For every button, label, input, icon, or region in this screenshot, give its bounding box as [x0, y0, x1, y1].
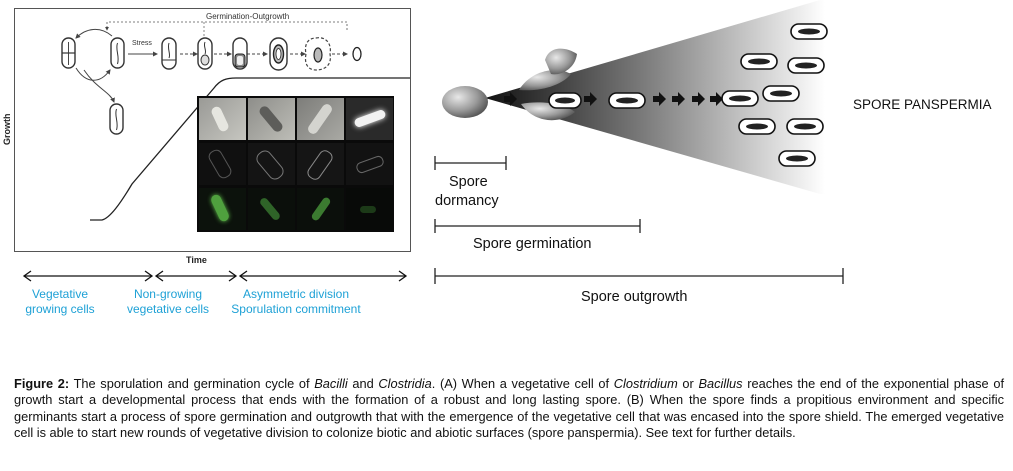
free-spore-icon — [352, 46, 362, 62]
micrograph-gfp-3 — [297, 188, 344, 230]
daughter-cell-icon — [109, 103, 124, 135]
growth-curve — [90, 77, 410, 221]
stress-label: Stress — [132, 40, 152, 47]
phase-timeline-bars — [434, 156, 844, 284]
microscopy-image-grid — [197, 96, 394, 232]
micrograph-gfp-4 — [346, 188, 393, 230]
germination-feedback-arrow — [105, 21, 348, 31]
spore-outgrowth-label: Spore outgrowth — [581, 289, 688, 305]
spore-dormancy-line1: Spore — [449, 174, 488, 190]
cell-nucleoids — [555, 28, 820, 162]
panel-b-germination-diagram: SPORE PANSPERMIA Spore dormancy Spore ge… — [425, 0, 1013, 320]
panel-a-growth-diagram: Germination-Outgrowth Stress — [14, 8, 411, 252]
spore-germination-label: Spore germination — [473, 236, 592, 252]
lysing-mother-cell-icon — [304, 37, 331, 71]
micrograph-phase-4 — [346, 98, 393, 140]
germination-funnel-graphic — [434, 0, 844, 284]
x-axis-label: Time — [186, 255, 207, 265]
micrograph-membrane-1 — [199, 143, 246, 185]
forespore-cell-icon — [232, 37, 248, 70]
micrograph-membrane-2 — [248, 143, 295, 185]
dormant-spore-icon — [442, 86, 488, 118]
dividing-cell-icon — [110, 37, 125, 69]
micrograph-membrane-4 — [346, 143, 393, 185]
figure-caption: Figure 2: The sporulation and germinatio… — [14, 376, 1005, 440]
micrograph-phase-1 — [199, 98, 246, 140]
y-axis-label: Growth — [2, 113, 12, 146]
spore-panspermia-title: SPORE PANSPERMIA — [853, 97, 992, 112]
micrograph-gfp-1 — [199, 188, 246, 230]
engulfment-cell-icon — [197, 37, 213, 70]
spore-dormancy-line2: dormancy — [435, 193, 499, 209]
germination-outgrowth-label: Germination-Outgrowth — [206, 12, 290, 21]
micrograph-membrane-3 — [297, 143, 344, 185]
progression-arrows — [504, 92, 723, 106]
stage-arrows — [22, 270, 408, 282]
micrograph-phase-2 — [248, 98, 295, 140]
vegetative-cell-icon — [61, 37, 76, 69]
micrograph-phase-3 — [297, 98, 344, 140]
asymmetric-division-cell-icon — [161, 37, 177, 70]
mature-spore-cell-icon — [269, 37, 288, 71]
figure-label: Figure 2: — [14, 376, 70, 391]
micrograph-gfp-2 — [248, 188, 295, 230]
